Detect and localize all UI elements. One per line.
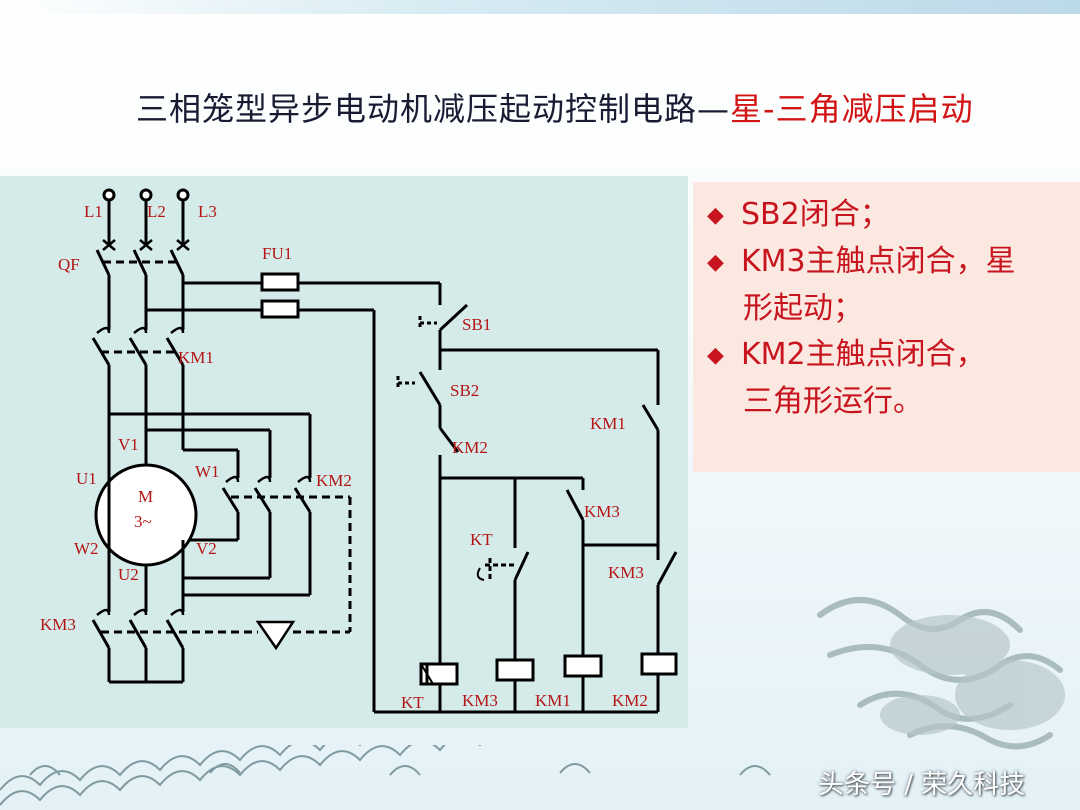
circuit-diagram: L1 L2 L3 QF FU1 KM1 V1 U1 W1 W2 V2 U2 KM… <box>40 188 678 714</box>
label-l3: L3 <box>198 202 217 221</box>
note-text-cont: 三角形运行。 <box>743 384 923 419</box>
label-l1: L1 <box>84 202 103 221</box>
note-item: ◆ SB2闭合； <box>707 192 1074 239</box>
label-coil-km2: KM2 <box>612 691 648 710</box>
watermark: 头条号 / 荣久科技 <box>818 770 1026 800</box>
label-w2: W2 <box>74 539 99 558</box>
label-km3-main: KM3 <box>40 615 76 634</box>
title-main: 三相笼型异步电动机减压起动控制电路— <box>136 90 731 128</box>
note-item: ◆ KM2主触点闭合， 三角形运行。 <box>707 332 1074 425</box>
label-u2: U2 <box>118 565 139 584</box>
note-text: SB2闭合； <box>741 197 890 232</box>
label-km1-aux: KM1 <box>590 414 626 433</box>
label-w1: W1 <box>195 462 220 481</box>
label-coil-kt: KT <box>401 693 424 712</box>
label-coil-km1: KM1 <box>535 691 571 710</box>
label-motor-m: M <box>138 487 153 506</box>
qf-breaker <box>95 249 185 330</box>
wave-decoration-icon <box>0 745 771 806</box>
note-text-cont: 形起动； <box>743 291 863 326</box>
label-km3-aux1: KM3 <box>584 502 620 521</box>
supply-terminals <box>102 188 190 251</box>
label-km2-main: KM2 <box>316 471 352 490</box>
note-text: KM2主触点闭合， <box>741 337 986 372</box>
motor-wiring <box>94 412 352 632</box>
label-sb2: SB2 <box>450 381 479 400</box>
top-decor-stripe <box>0 0 1080 14</box>
km3-main-contacts <box>91 608 350 684</box>
dragon-decoration-icon <box>817 597 1065 750</box>
fu1-fuses <box>146 272 440 712</box>
label-kt-contact: KT <box>470 530 493 549</box>
label-motor-phase: 3~ <box>134 512 152 531</box>
label-coil-km3: KM3 <box>462 691 498 710</box>
circuit-labels: L1 L2 L3 QF FU1 KM1 V1 U1 W1 W2 V2 U2 KM… <box>40 202 648 712</box>
control-circuit <box>374 283 678 714</box>
label-km1-main: KM1 <box>178 348 214 367</box>
title-accent: 星-三角减压启动 <box>730 90 974 128</box>
label-km3-aux2: KM3 <box>608 563 644 582</box>
slide-title: 三相笼型异步电动机减压起动控制电路—星-三角减压启动 <box>136 84 1066 130</box>
label-sb1: SB1 <box>462 315 491 334</box>
label-l2: L2 <box>147 202 166 221</box>
label-qf: QF <box>58 255 80 274</box>
label-u1: U1 <box>76 469 97 488</box>
label-km2-nc: KM2 <box>452 438 488 457</box>
note-text: KM3主触点闭合，星 <box>741 244 1016 279</box>
label-v1: V1 <box>118 435 139 454</box>
label-v2: V2 <box>196 539 217 558</box>
diamond-bullet-icon: ◆ <box>707 203 724 228</box>
diamond-bullet-icon: ◆ <box>707 343 724 368</box>
diamond-bullet-icon: ◆ <box>707 250 724 275</box>
diagram-panel <box>0 176 688 728</box>
label-fu1: FU1 <box>262 244 292 263</box>
note-item: ◆ KM3主触点闭合，星 形起动； <box>707 239 1074 332</box>
notes-panel: ◆ SB2闭合； ◆ KM3主触点闭合，星 形起动； ◆ KM2主触点闭合， 三角形运… <box>693 182 1080 472</box>
